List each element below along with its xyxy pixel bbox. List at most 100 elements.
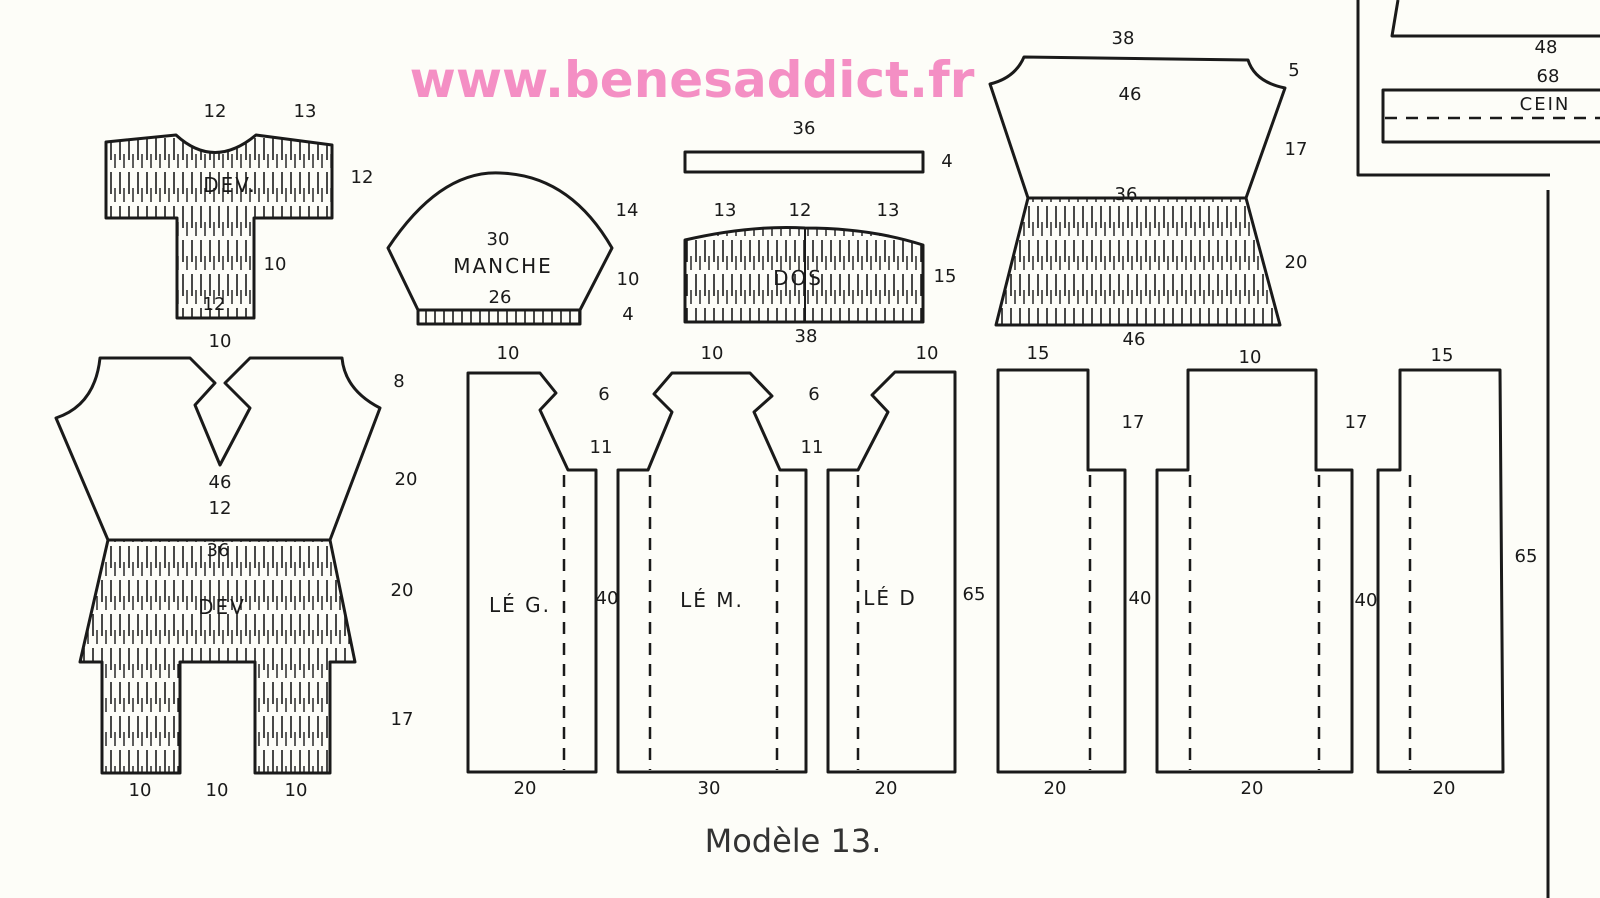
dimension-label: 12 bbox=[204, 101, 227, 122]
pattern-outline bbox=[1381, 88, 1600, 144]
dimension-label: 30 bbox=[487, 229, 510, 250]
dimension-label: 20 bbox=[514, 778, 537, 799]
pattern-outline bbox=[54, 356, 382, 542]
piece-back: DOS 13 12 13 15 38 bbox=[683, 200, 957, 347]
dimension-label: 13 bbox=[877, 200, 900, 221]
dimension-label: 10 bbox=[617, 269, 640, 290]
panel-le-d: LÉ D 10 65 20 bbox=[826, 343, 986, 799]
dimension-label: 4 bbox=[941, 151, 952, 172]
pattern-outline bbox=[78, 538, 357, 775]
dimension-label: 10 bbox=[701, 343, 724, 364]
piece-label: CEIN bbox=[1520, 94, 1571, 115]
dimension-label: 30 bbox=[698, 778, 721, 799]
piece-label: DOS bbox=[773, 266, 823, 290]
dimension-label: 10 bbox=[497, 343, 520, 364]
dimension-label: 15 bbox=[934, 266, 957, 287]
piece-label: LÉ G. bbox=[489, 593, 551, 617]
watermark: www.benesaddict.fr bbox=[410, 51, 975, 109]
dimension-label: 17 bbox=[1122, 412, 1145, 433]
piece-label: DEV. bbox=[203, 173, 257, 197]
dimension-label: 20 bbox=[875, 778, 898, 799]
dimension-label: 68 bbox=[1537, 66, 1560, 87]
pattern-outline bbox=[1356, 0, 1600, 898]
dimension-label: 5 bbox=[1288, 60, 1299, 81]
piece-label: MANCHE bbox=[453, 254, 553, 278]
dimension-label: 20 bbox=[1044, 778, 1067, 799]
piece-label: LÉ D bbox=[863, 586, 917, 610]
piece-bodice: 38 5 46 17 36 20 46 bbox=[988, 28, 1308, 350]
piece-belt: 48 68 CEIN bbox=[1356, 0, 1600, 898]
pattern-outline bbox=[1376, 368, 1505, 774]
dimension-label: 20 bbox=[395, 469, 418, 490]
dimension-label: 10 bbox=[129, 780, 152, 801]
panel-5: 10 17 20 40 bbox=[1155, 347, 1378, 799]
dimension-label: 48 bbox=[1535, 37, 1558, 58]
dimension-label: 10 bbox=[264, 254, 287, 275]
dimension-label: 46 bbox=[209, 472, 232, 493]
piece-small-front: DEV. 12 13 12 10 12 bbox=[104, 101, 374, 320]
pattern-outline bbox=[996, 368, 1127, 774]
dimension-label: 12 bbox=[351, 167, 374, 188]
dimension-label: 17 bbox=[1285, 139, 1308, 160]
pattern-outline bbox=[416, 308, 582, 326]
dimension-label: 15 bbox=[1027, 343, 1050, 364]
dimension-label: 26 bbox=[489, 287, 512, 308]
pattern-outline bbox=[616, 371, 808, 774]
pattern-outline bbox=[826, 370, 957, 774]
dimension-label: 10 bbox=[285, 780, 308, 801]
dimension-label: 12 bbox=[209, 498, 232, 519]
dimension-label: 65 bbox=[963, 584, 986, 605]
panel-le-m: LÉ M. 10 6 11 30 bbox=[616, 343, 824, 799]
panel-4: 15 17 20 40 bbox=[996, 343, 1152, 799]
piece-front: DEV 10 8 46 12 36 20 20 17 10 10 10 bbox=[54, 331, 418, 801]
dimension-label: 10 bbox=[206, 780, 229, 801]
dimension-label: 13 bbox=[294, 101, 317, 122]
dimension-label: 17 bbox=[391, 709, 414, 730]
figure-caption: Modèle 13. bbox=[705, 822, 882, 860]
pattern-outline bbox=[386, 171, 614, 312]
piece-label: DEV bbox=[198, 595, 246, 619]
dimension-label: 6 bbox=[808, 384, 819, 405]
pattern-outline bbox=[994, 196, 1282, 327]
dimension-label: 40 bbox=[1129, 588, 1152, 609]
pattern-outline bbox=[988, 55, 1287, 200]
dimension-label: 11 bbox=[801, 437, 824, 458]
dimension-label: 46 bbox=[1119, 84, 1142, 105]
dimension-label: 40 bbox=[596, 588, 619, 609]
dimension-label: 15 bbox=[1431, 345, 1454, 366]
dimension-label: 12 bbox=[203, 294, 226, 315]
dimension-label: 36 bbox=[1115, 184, 1138, 205]
dimension-label: 20 bbox=[1241, 778, 1264, 799]
dimension-label: 20 bbox=[1433, 778, 1456, 799]
dimension-label: 10 bbox=[916, 343, 939, 364]
dimension-label: 17 bbox=[1345, 412, 1368, 433]
dimension-label: 46 bbox=[1123, 329, 1146, 350]
dimension-label: 10 bbox=[1239, 347, 1262, 368]
dimension-label: 38 bbox=[1112, 28, 1135, 49]
dimension-label: 20 bbox=[391, 580, 414, 601]
dimension-label: 10 bbox=[209, 331, 232, 352]
dimension-label: 12 bbox=[789, 200, 812, 221]
dimension-label: 13 bbox=[714, 200, 737, 221]
piece-strip: 36 4 bbox=[683, 118, 953, 174]
pattern-outline bbox=[104, 133, 334, 320]
panel-le-g: LÉ G. 10 6 11 20 40 bbox=[466, 343, 619, 799]
dimension-label: 36 bbox=[793, 118, 816, 139]
dimension-label: 14 bbox=[616, 200, 639, 221]
dimension-label: 20 bbox=[1285, 252, 1308, 273]
dimension-label: 6 bbox=[598, 384, 609, 405]
pattern-outline bbox=[1155, 368, 1354, 774]
dimension-label: 4 bbox=[622, 304, 633, 325]
dimension-label: 11 bbox=[590, 437, 613, 458]
piece-sleeve: 30 MANCHE 26 14 10 4 bbox=[386, 171, 640, 326]
dimension-label: 65 bbox=[1515, 546, 1538, 567]
panel-6: 15 65 20 bbox=[1376, 345, 1538, 799]
pattern-outline bbox=[683, 150, 925, 174]
dimension-label: 40 bbox=[1355, 590, 1378, 611]
dimension-label: 38 bbox=[795, 326, 818, 347]
pattern-outline bbox=[466, 371, 598, 774]
piece-label: LÉ M. bbox=[680, 588, 744, 612]
dimension-label: 36 bbox=[207, 540, 230, 561]
